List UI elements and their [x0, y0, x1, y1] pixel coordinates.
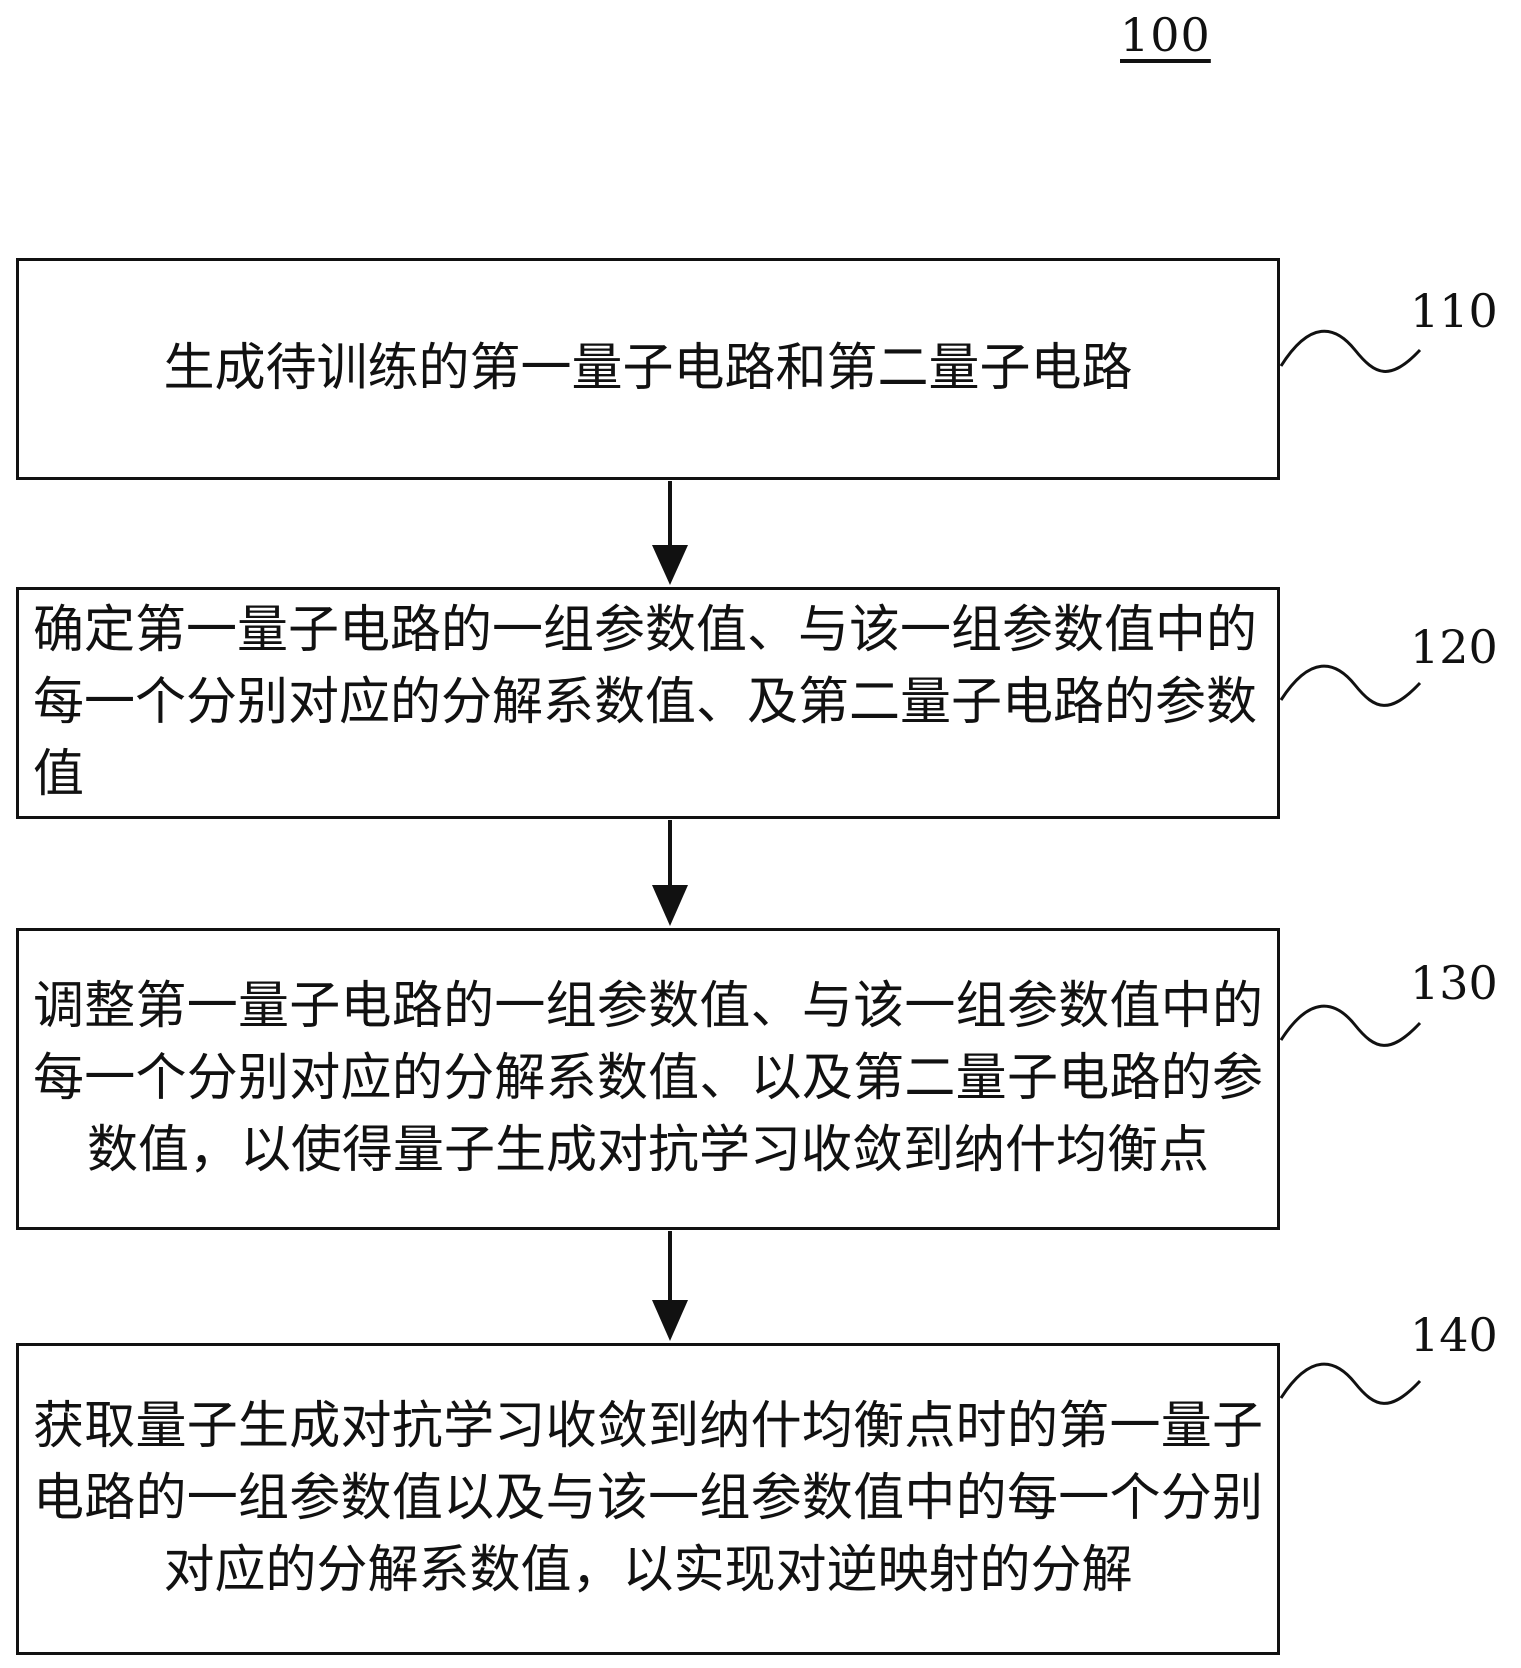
step-box-130: 调整第一量子电路的一组参数值、与该一组参数值中的每一个分别对应的分解系数值、以及…: [16, 928, 1280, 1230]
step-box-120: 确定第一量子电路的一组参数值、与该一组参数值中的每一个分别对应的分解系数值、及第…: [16, 587, 1280, 819]
leader-line-140: [1279, 1362, 1422, 1405]
ref-number-140: 140: [1410, 1308, 1498, 1362]
figure-number: 100: [1120, 8, 1211, 62]
step-text-110: 生成待训练的第一量子电路和第二量子电路: [163, 339, 1133, 398]
flow-arrow-110-120: [652, 481, 688, 585]
leader-line-110: [1279, 329, 1422, 373]
ref-number-110: 110: [1410, 284, 1498, 338]
step-text-130: 调整第一量子电路的一组参数值、与该一组参数值中的每一个分别对应的分解系数值、以及…: [33, 977, 1263, 1180]
ref-number-120: 120: [1410, 620, 1498, 674]
step-box-110: 生成待训练的第一量子电路和第二量子电路: [16, 258, 1280, 480]
step-text-120: 确定第一量子电路的一组参数值、与该一组参数值中的每一个分别对应的分解系数值、及第…: [33, 601, 1258, 804]
step-text-140: 获取量子生成对抗学习收敛到纳什均衡点时的第一量子电路的一组参数值以及与该一组参数…: [33, 1397, 1263, 1600]
leader-line-130: [1279, 1004, 1422, 1047]
flow-arrow-120-130: [652, 820, 688, 926]
step-box-140: 获取量子生成对抗学习收敛到纳什均衡点时的第一量子电路的一组参数值以及与该一组参数…: [16, 1343, 1280, 1655]
flow-arrow-130-140: [652, 1231, 688, 1341]
leader-line-120: [1279, 664, 1422, 707]
ref-number-130: 130: [1410, 956, 1498, 1010]
